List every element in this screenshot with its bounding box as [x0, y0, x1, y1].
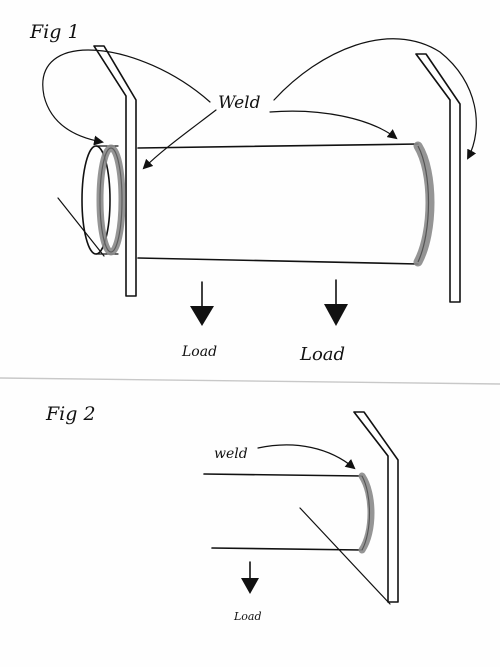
tube-end-left — [57, 145, 119, 257]
weld-label-fig2: weld — [214, 446, 248, 462]
figure-2: Fig 2 weld Load — [45, 403, 399, 623]
weld-bead-right-edge — [417, 145, 430, 263]
tube-body — [137, 143, 419, 265]
weld-label-fig1: Weld — [218, 93, 261, 113]
load-arrow-2 — [324, 279, 348, 326]
plate-fig2 — [353, 411, 399, 603]
weld-bead-left-edge — [99, 147, 123, 253]
figure-1: Fig 1 Weld — [29, 21, 477, 365]
load-arrow-1 — [190, 281, 214, 326]
load-label-fig2: Load — [233, 610, 262, 623]
weld-callout-fig2 — [257, 444, 356, 470]
load-label-2: Load — [299, 344, 345, 365]
load-arrow-fig2 — [241, 561, 259, 594]
left-plate — [93, 45, 137, 297]
tube-fig2 — [203, 473, 391, 605]
weld-callouts-fig1 — [42, 38, 477, 170]
figure-1-label: Fig 1 — [29, 21, 80, 43]
figure-divider — [0, 377, 500, 385]
right-plate — [415, 53, 461, 303]
load-label-1: Load — [181, 344, 217, 360]
figure-2-label: Fig 2 — [45, 403, 96, 425]
weld-bead-fig2-edge — [361, 475, 370, 551]
